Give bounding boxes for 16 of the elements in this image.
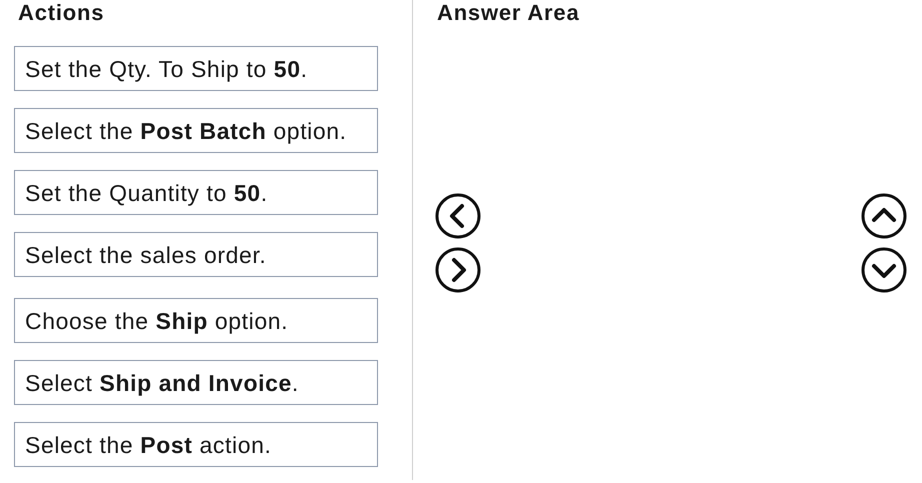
action-text: Set the Qty. To Ship to 50. <box>25 56 308 82</box>
action-text: Select Ship and Invoice. <box>25 370 299 396</box>
action-box <box>14 298 378 343</box>
action-text: Select the sales order. <box>25 242 266 268</box>
action-box <box>14 108 378 153</box>
action-box <box>14 170 378 215</box>
action-text: Choose the Ship option. <box>25 308 288 334</box>
action-text: Select the Post action. <box>25 432 272 458</box>
action-text: Select the Post Batch option. <box>25 118 347 144</box>
panel-heading: Actions <box>18 1 104 25</box>
action-box <box>14 46 378 91</box>
panel-heading: Answer Area <box>437 1 580 25</box>
action-text: Set the Quantity to 50. <box>25 180 268 206</box>
action-box <box>14 422 378 467</box>
action-box <box>14 360 378 405</box>
action-box <box>14 232 378 277</box>
